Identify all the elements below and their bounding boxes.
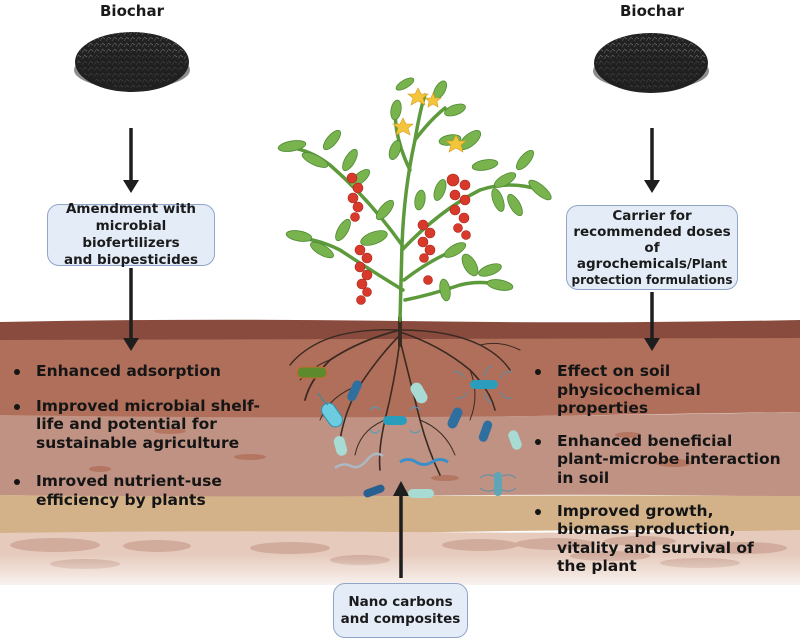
- biochar-pile-left-icon: [74, 32, 190, 92]
- list-item: Enhanced beneficial plant-microbe intera…: [527, 432, 782, 488]
- list-item: Effect on soil physicochemical propertie…: [527, 362, 787, 418]
- flower-icons: [392, 87, 467, 153]
- amendment-box: Amendment with microbial biofertilizers …: [47, 201, 215, 268]
- list-item: Enhanced adsorption: [6, 362, 286, 381]
- nano-carbons-box-line: and composites: [340, 610, 461, 627]
- list-item: Improved growth, biomass production, vit…: [527, 502, 772, 576]
- soil-bacteria-icon: [296, 365, 522, 498]
- carrier-box: Carrier for recommended doses of agroche…: [566, 205, 738, 290]
- carrier-box-line: recommended doses of: [573, 224, 731, 257]
- nano-carbons-box: Nano carbons and composites: [333, 583, 468, 638]
- nano-carbons-box-line: Nano carbons: [348, 593, 453, 610]
- tomato-plant-icon: [277, 77, 552, 322]
- carrier-box-line-small: Plant: [691, 257, 728, 272]
- carrier-box-line: agrochemicals/: [576, 256, 692, 273]
- amendment-box-line: and biopesticides: [63, 251, 199, 268]
- left-benefits-list: Enhanced adsorption Improved microbial s…: [6, 362, 286, 524]
- flow-arrows: [123, 128, 660, 578]
- amendment-box-line: Amendment with: [65, 201, 197, 218]
- bacterium-green: [296, 366, 328, 379]
- carrier-box-line: Carrier for: [612, 207, 692, 224]
- biochar-pile-right-icon: [593, 33, 709, 93]
- amendment-box-line: microbial biofertilizers: [82, 218, 180, 251]
- list-item: Imroved nutrient-use efficiency by plant…: [6, 472, 226, 509]
- soil-layer-1: [0, 338, 800, 420]
- carrier-box-line-small: protection formulations: [571, 272, 733, 287]
- right-benefits-list: Effect on soil physicochemical propertie…: [527, 362, 797, 590]
- biochar-label-right: Biochar: [620, 2, 684, 20]
- list-item: Improved microbial shelf-life and potent…: [6, 397, 261, 453]
- biochar-label-left: Biochar: [100, 2, 164, 20]
- soil-layer-2: [0, 412, 800, 498]
